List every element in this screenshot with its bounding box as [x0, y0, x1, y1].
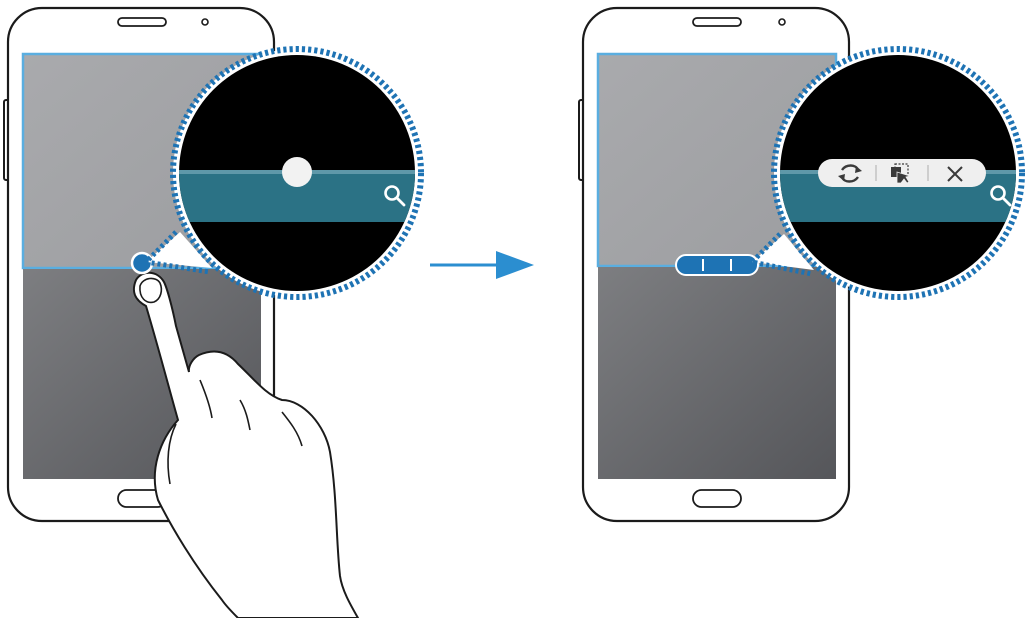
front-sensor [202, 19, 208, 25]
window-split-handle[interactable] [676, 255, 758, 275]
home-button[interactable] [693, 490, 741, 507]
earpiece [693, 18, 741, 26]
screen-bottom-window [598, 267, 836, 479]
right-arrow-icon [430, 251, 534, 279]
window-options-bar [818, 159, 986, 187]
earpiece [118, 18, 166, 26]
drag-handle-circle-icon[interactable] [282, 157, 312, 187]
front-sensor [779, 19, 785, 25]
